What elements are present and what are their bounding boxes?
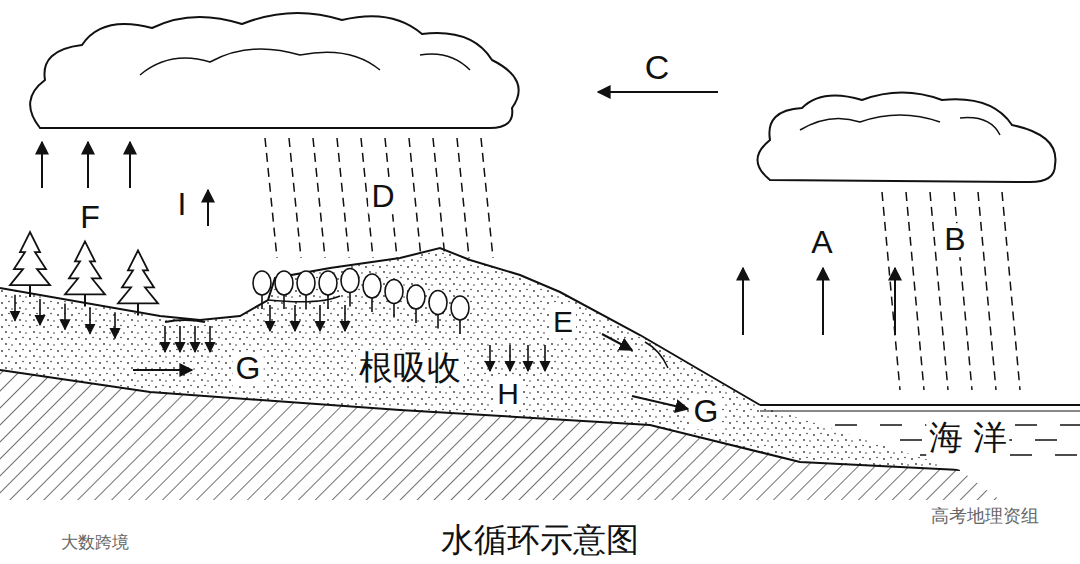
broadleaf-tree xyxy=(407,285,425,323)
broadleaf-tree xyxy=(341,269,359,307)
evaporation-arrow xyxy=(207,190,209,226)
watermark: 大数跨境 xyxy=(58,534,132,552)
transpiration-arrow xyxy=(129,142,131,188)
process-label: 根吸收 xyxy=(356,350,464,386)
evaporation-arrow xyxy=(742,268,744,335)
broadleaf-tree xyxy=(319,271,337,309)
broadleaf-tree xyxy=(429,291,447,329)
broadleaf-tree xyxy=(253,271,271,309)
water-vapour-transport-arrow xyxy=(598,91,718,93)
transpiration-arrow xyxy=(41,142,43,188)
caption: 水循环示意图 xyxy=(441,522,639,558)
broadleaf-tree xyxy=(275,271,293,309)
soil-layer xyxy=(0,248,960,470)
process-label: E xyxy=(550,306,576,338)
cloud xyxy=(758,93,1056,183)
watermark: 高考地理资组 xyxy=(928,507,1042,526)
process-label: B xyxy=(941,223,968,257)
groundwater-flow-arrow xyxy=(133,369,192,371)
evaporation-arrow xyxy=(894,268,896,335)
process-label: H xyxy=(494,378,522,410)
process-label: D xyxy=(368,180,397,214)
broadleaf-tree xyxy=(297,271,315,309)
ocean xyxy=(760,405,1080,470)
conifer-tree xyxy=(65,241,105,306)
transpiration-arrow xyxy=(87,142,89,188)
process-label: F xyxy=(77,201,103,235)
precipitation xyxy=(265,138,1020,390)
conifer-tree xyxy=(10,232,50,297)
broadleaf-tree xyxy=(363,274,381,312)
process-label: G xyxy=(691,395,722,429)
process-label: G xyxy=(233,352,264,386)
ground-surface xyxy=(0,248,760,405)
process-label: I xyxy=(175,188,190,222)
process-label: 海 洋 xyxy=(926,420,1009,456)
process-label: C xyxy=(642,50,673,86)
process-label: A xyxy=(808,226,835,260)
infiltration-arrows xyxy=(15,295,545,371)
broadleaf-tree xyxy=(451,296,469,334)
vegetation xyxy=(10,232,469,334)
evaporation-arrow xyxy=(822,268,824,335)
groundwater-flow-arrow xyxy=(632,396,688,409)
surface-runoff-arrow xyxy=(602,334,632,350)
broadleaf-tree xyxy=(385,280,403,318)
cloud xyxy=(30,13,519,128)
conifer-tree xyxy=(118,250,158,315)
